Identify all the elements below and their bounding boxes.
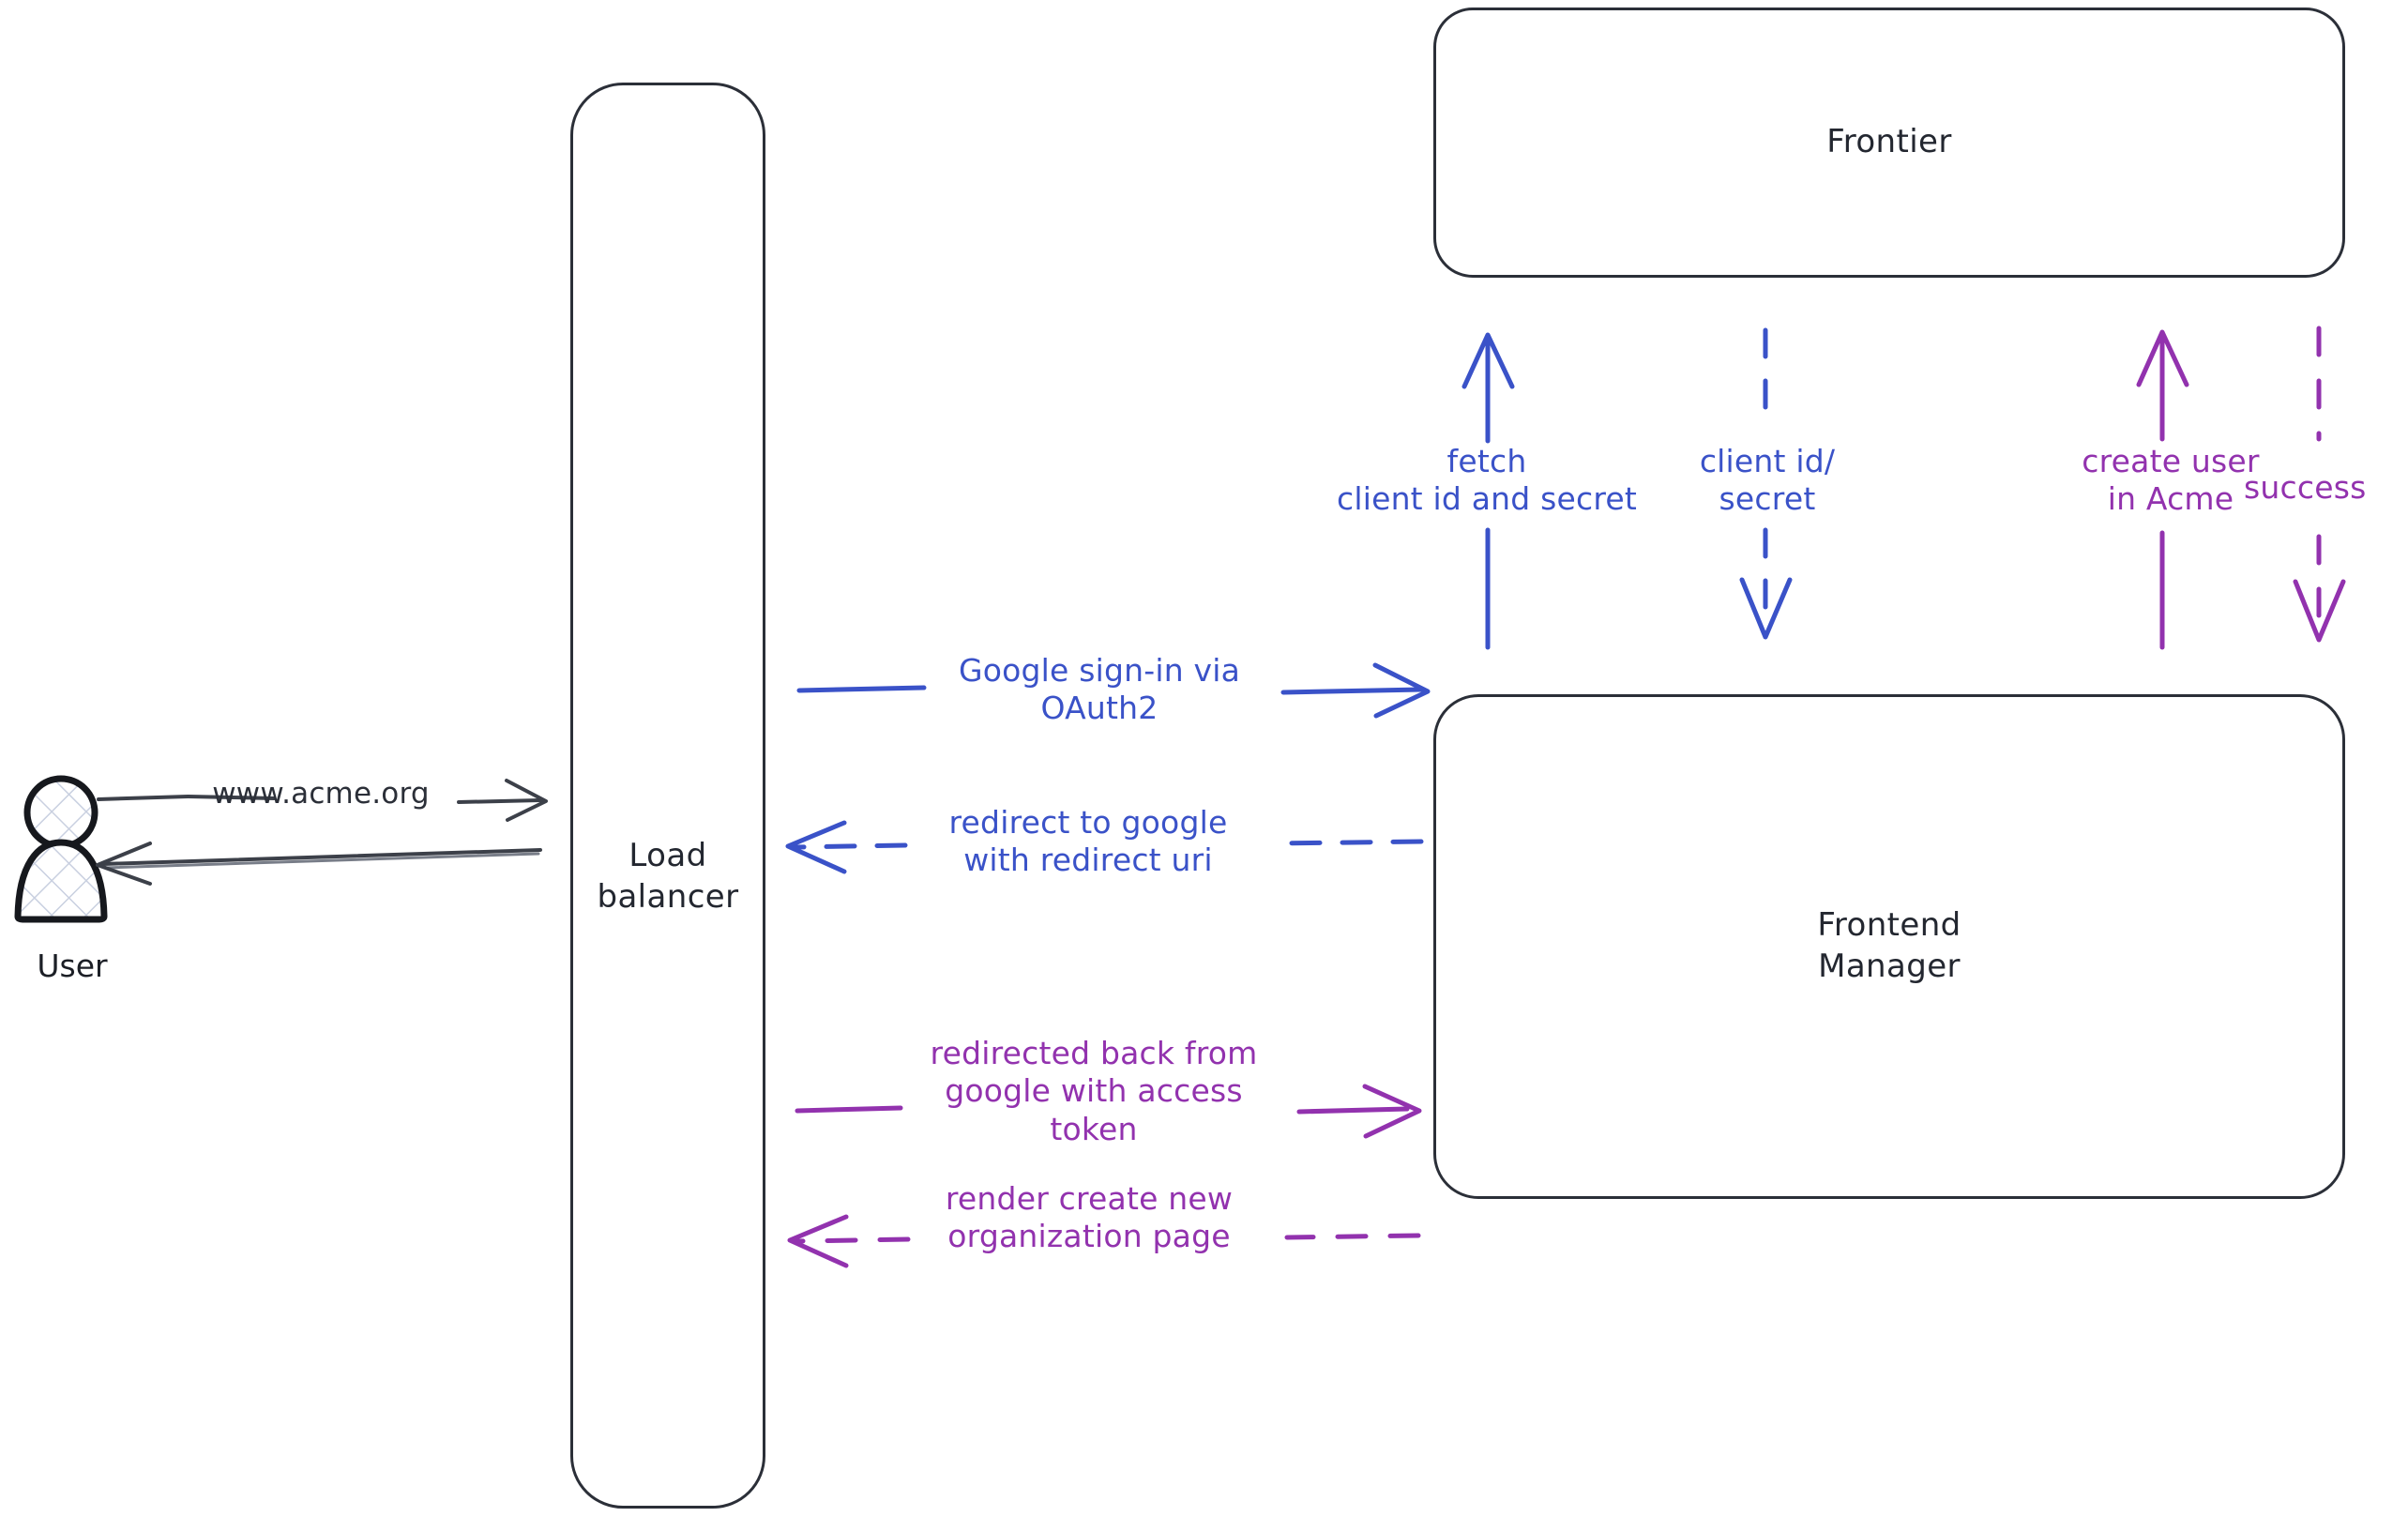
node-frontier[interactable]: Frontier: [1433, 8, 2345, 278]
edge-label-fm-to-frontier-create-user: create user in Acme: [2082, 443, 2260, 518]
edge-label-fm-to-lb-render: render create new organization page: [945, 1180, 1234, 1255]
edge-label-lb-to-fm-token: redirected back from google with access …: [930, 1035, 1258, 1147]
edge-label-fm-to-lb-redirect: redirect to google with redirect uri: [948, 804, 1228, 879]
edge-fm-to-frontier-fetch: [1461, 332, 1515, 650]
edge-user-to-lb: [97, 779, 548, 822]
node-load-balancer-label: Load balancer: [597, 837, 739, 916]
edge-fm-to-frontier-create-user: [2136, 329, 2189, 650]
user-label: User: [37, 948, 108, 984]
edge-lb-to-fm-signin: [796, 662, 1431, 719]
edge-label-lb-to-fm-signin: Google sign-in via OAuth2: [958, 652, 1241, 727]
edge-fm-to-lb-redirect: [785, 820, 1424, 874]
edge-frontier-to-fm-success: [2293, 326, 2346, 643]
node-load-balancer[interactable]: Load balancer: [570, 83, 765, 1509]
edge-fm-to-lb-render: [787, 1214, 1421, 1268]
edge-lb-to-fm-token: [795, 1084, 1422, 1139]
edge-label-frontier-to-fm-success: success: [2244, 469, 2367, 506]
edge-label-user-to-lb: www.acme.org: [212, 777, 430, 811]
edge-label-fm-to-frontier-fetch: fetch client id and secret: [1336, 443, 1638, 518]
node-frontend-manager[interactable]: Frontend Manager: [1433, 694, 2345, 1199]
edge-lb-to-user: [96, 842, 542, 886]
node-frontier-label: Frontier: [1826, 123, 1952, 161]
edge-frontier-to-fm-creds: [1739, 327, 1793, 640]
user-person-icon: [14, 775, 108, 923]
edge-label-frontier-to-fm-creds: client id/ secret: [1699, 443, 1836, 518]
node-frontend-manager-label: Frontend Manager: [1817, 906, 1961, 985]
